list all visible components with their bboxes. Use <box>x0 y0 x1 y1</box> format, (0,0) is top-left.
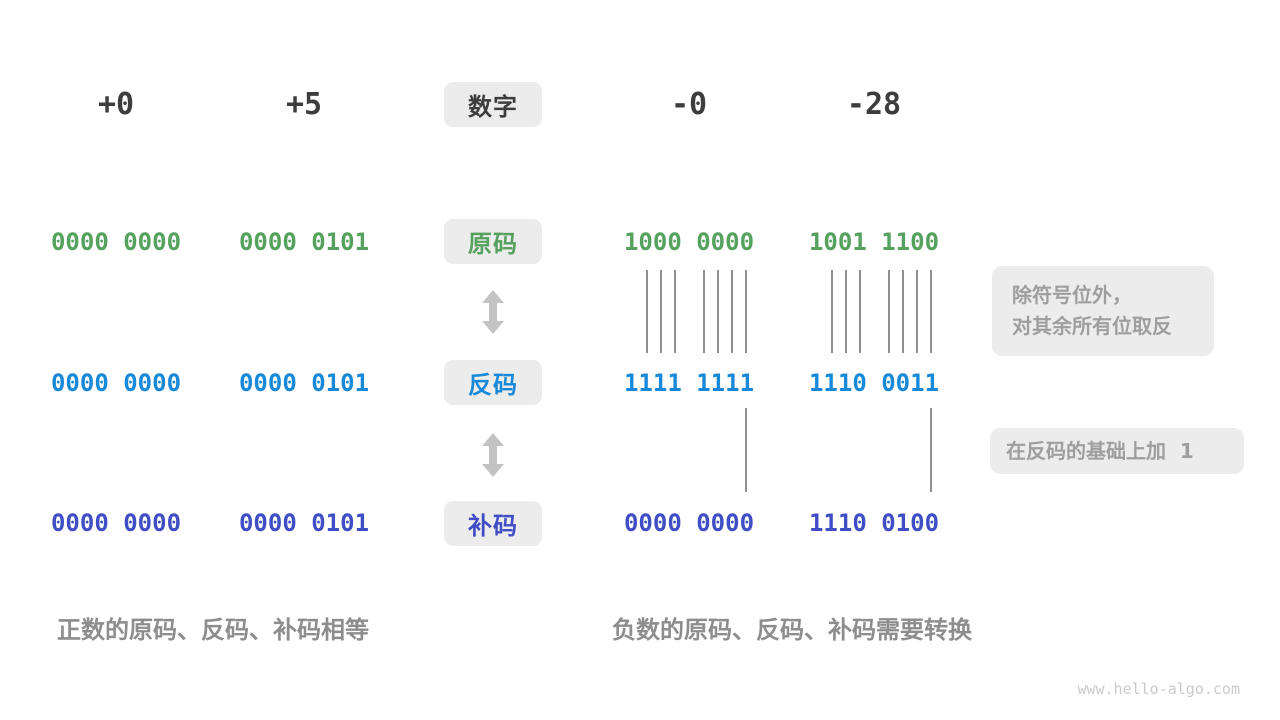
bit-flip-line <box>845 270 847 353</box>
ones-complement-value: 0000 0000 <box>50 369 182 397</box>
twos-complement-value: 0000 0000 <box>623 509 755 537</box>
sign-magnitude-value: 1000 0000 <box>623 228 755 256</box>
number-label: +5 <box>285 87 323 122</box>
twos-complement-value: 1110 0100 <box>808 509 940 537</box>
bit-flip-line <box>646 270 648 353</box>
sign-magnitude-value: 0000 0000 <box>50 228 182 256</box>
sign-magnitude-value: 0000 0101 <box>238 228 370 256</box>
bit-flip-line <box>660 270 662 353</box>
bit-flip-line <box>703 270 705 353</box>
flip-annotation-line1: 除符号位外， <box>1012 283 1132 307</box>
bit-flip-line <box>916 270 918 353</box>
plus-one-annotation: 在反码的基础上加 1 <box>990 428 1244 474</box>
positive-caption: 正数的原码、反码、补码相等 <box>57 616 369 644</box>
bit-flip-line <box>930 270 932 353</box>
bit-flip-line <box>674 270 676 353</box>
ones-complement-value: 0000 0101 <box>238 369 370 397</box>
plus-one-line <box>930 408 932 492</box>
flip-annotation-line2: 对其余所有位取反 <box>1012 314 1172 338</box>
plus-one-annotation-text: 在反码的基础上加 1 <box>1006 438 1194 463</box>
flip-annotation: 除符号位外， 对其余所有位取反 <box>992 266 1214 356</box>
sign-magnitude-badge: 原码 <box>444 219 542 264</box>
watermark: www.hello-algo.com <box>1077 680 1240 698</box>
updown-arrow-icon <box>482 433 504 477</box>
twos-complement-badge: 补码 <box>444 501 542 546</box>
sign-magnitude-value: 1001 1100 <box>808 228 940 256</box>
bit-flip-line <box>731 270 733 353</box>
number-badge: 数字 <box>444 82 542 127</box>
twos-complement-value: 0000 0101 <box>238 509 370 537</box>
twos-complement-value: 0000 0000 <box>50 509 182 537</box>
number-label: -28 <box>846 87 902 122</box>
bit-flip-line <box>717 270 719 353</box>
number-label: -0 <box>670 87 708 122</box>
bit-flip-line <box>745 270 747 353</box>
bit-flip-line <box>888 270 890 353</box>
ones-complement-badge: 反码 <box>444 360 542 405</box>
negative-caption: 负数的原码、反码、补码需要转换 <box>612 616 972 644</box>
ones-complement-value: 1111 1111 <box>623 369 755 397</box>
bit-flip-line <box>859 270 861 353</box>
plus-one-line <box>745 408 747 492</box>
bit-flip-line <box>831 270 833 353</box>
bit-flip-line <box>902 270 904 353</box>
updown-arrow-icon <box>482 290 504 334</box>
number-label: +0 <box>97 87 135 122</box>
ones-complement-value: 1110 0011 <box>808 369 940 397</box>
